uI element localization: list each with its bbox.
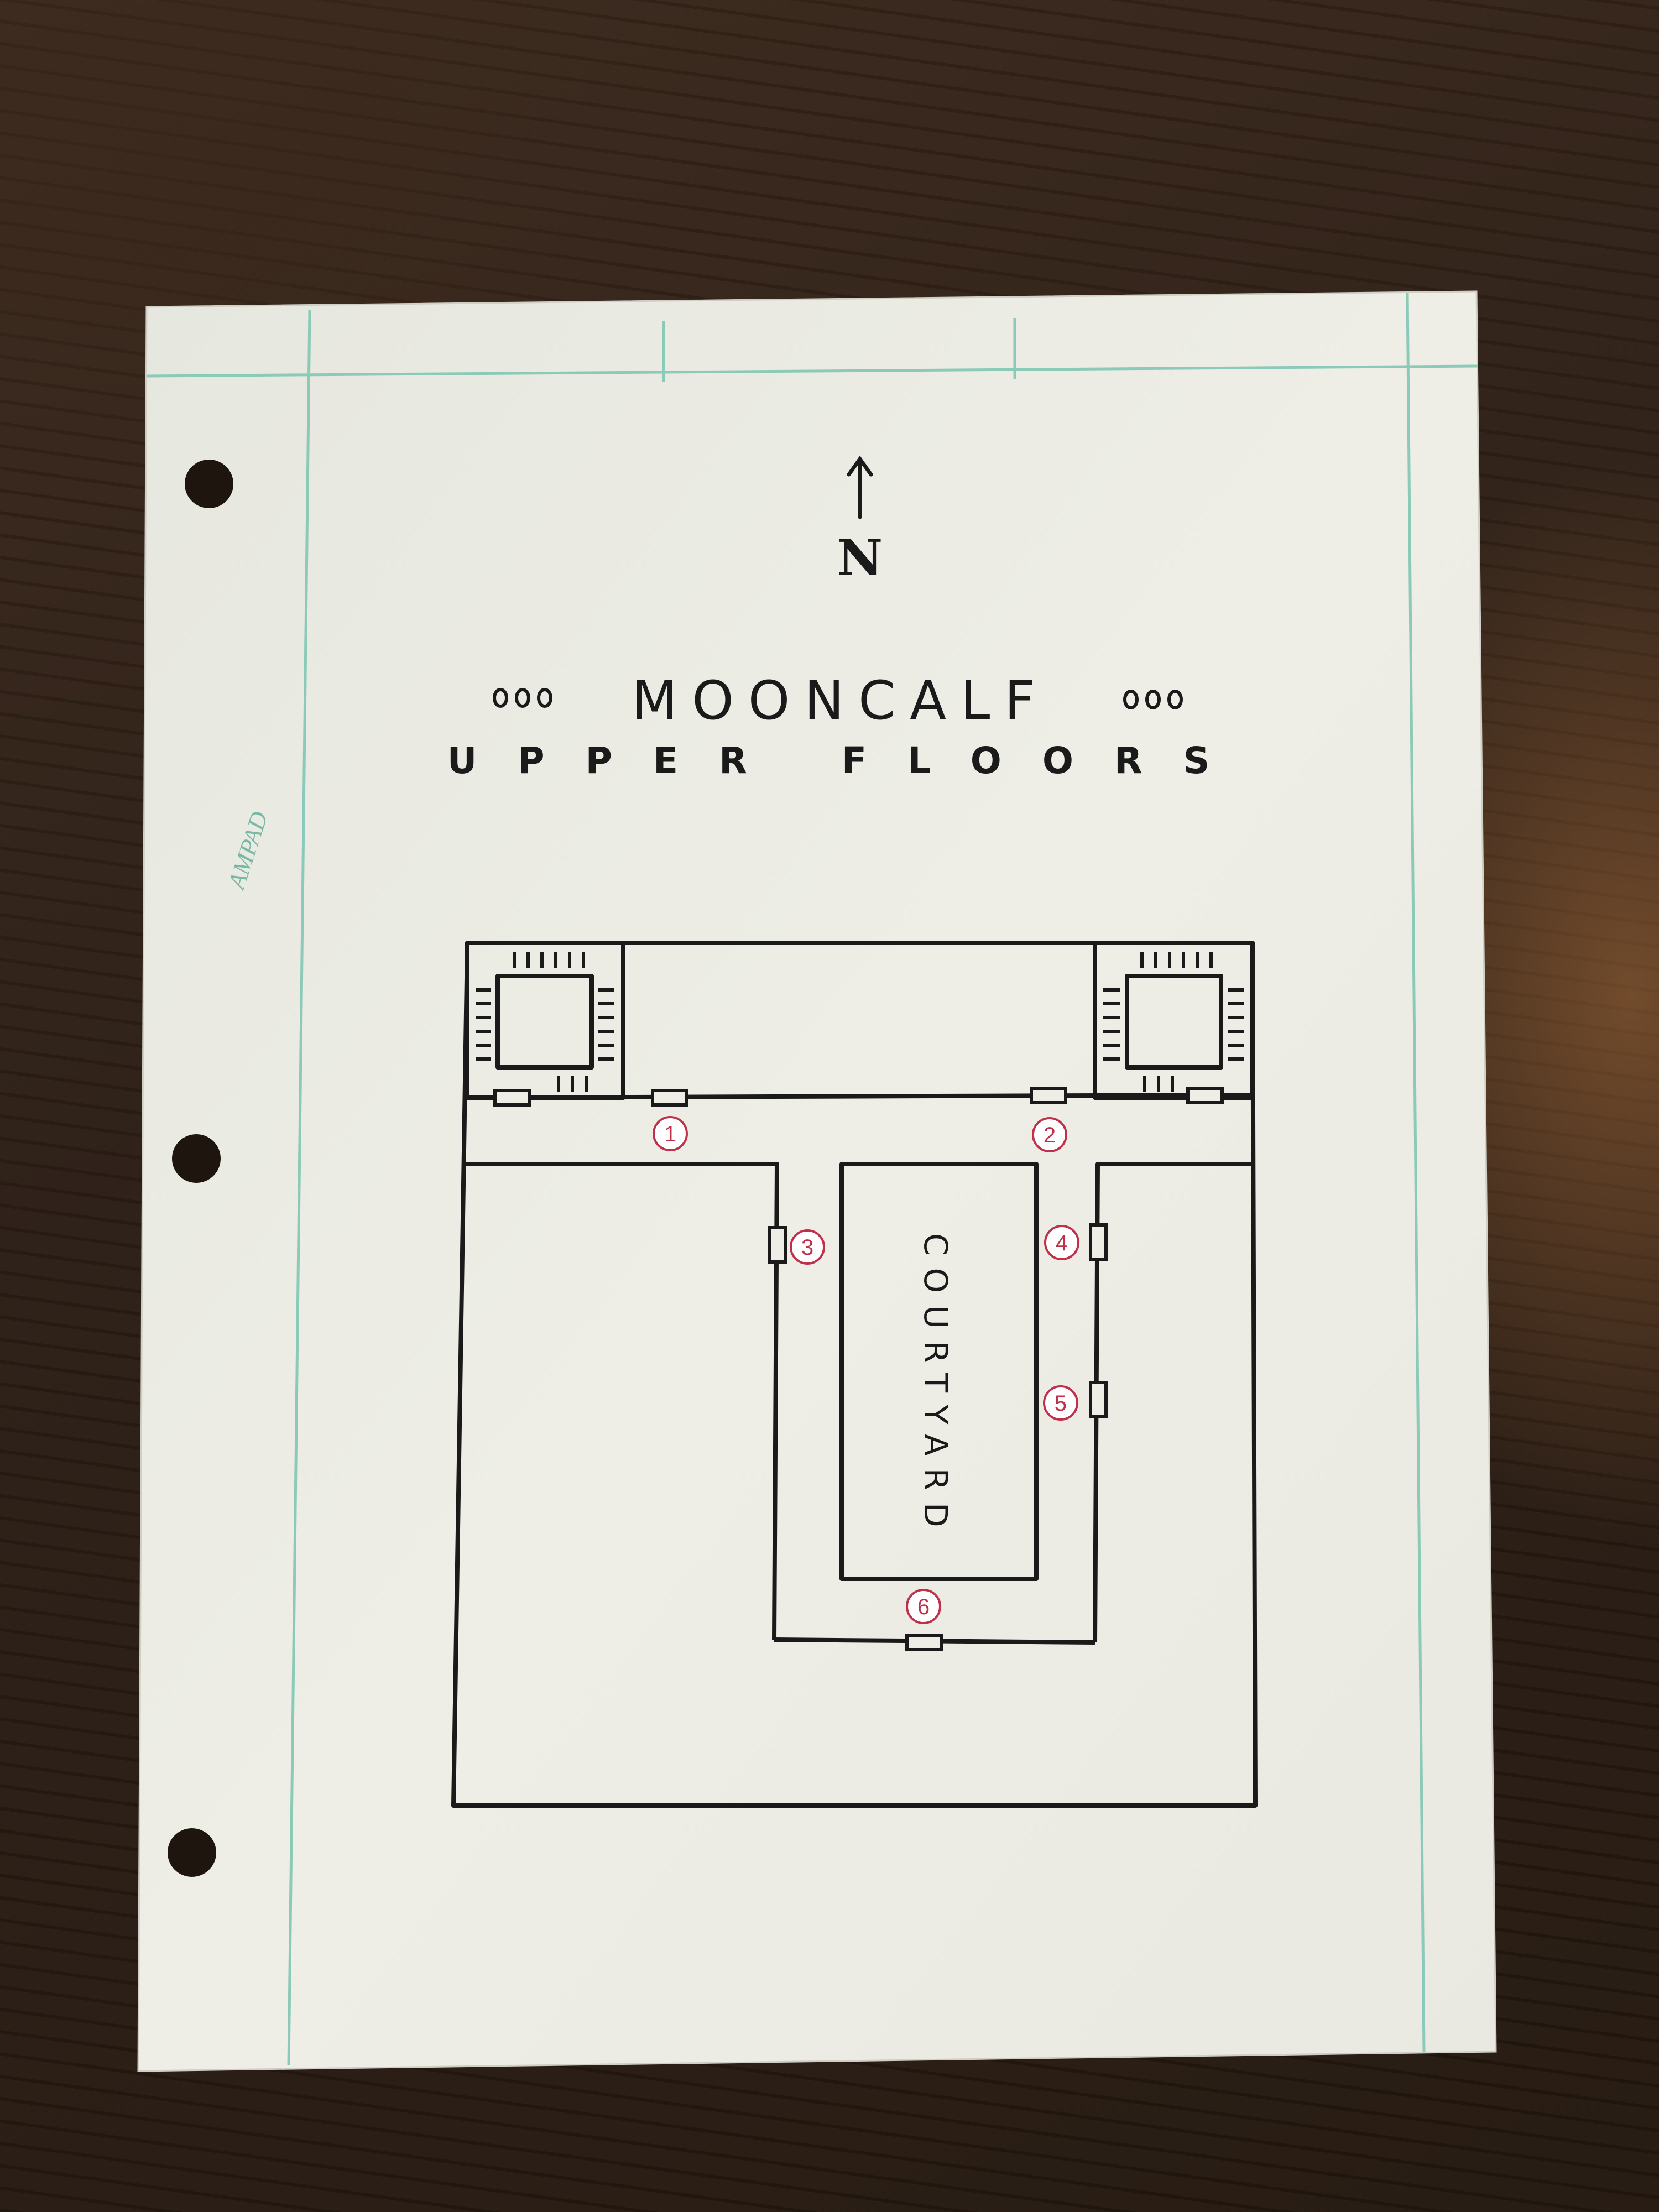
room-markers: 1 2 3 4 5 6: [653, 1116, 1079, 1624]
door: [1186, 1087, 1224, 1104]
room-marker-6: 6: [906, 1589, 941, 1624]
room-marker-2: 2: [1032, 1117, 1067, 1152]
room-marker-3: 3: [790, 1229, 825, 1265]
door: [905, 1634, 943, 1651]
punch-hole: [172, 1134, 221, 1183]
corridor-wall-left: [466, 1162, 779, 1640]
map-subtitle: UPPER FLOORS: [447, 739, 1251, 782]
door: [493, 1089, 531, 1107]
door: [651, 1089, 688, 1107]
punch-holes: [168, 460, 233, 1877]
stair-tower-east-core: [1125, 974, 1223, 1070]
door: [768, 1226, 787, 1264]
stair-steps-icon: [476, 952, 1244, 1092]
stair-tower-west: [465, 941, 625, 1100]
ruled-lines: [146, 293, 1478, 2066]
north-arrow-icon: [847, 455, 873, 519]
corridor-wall-right: [1093, 1162, 1253, 1643]
room-marker-5-label: 5: [1055, 1391, 1067, 1416]
room-marker-2-label: 2: [1044, 1123, 1056, 1147]
door: [1089, 1223, 1108, 1261]
paper-sheet: [137, 290, 1497, 2072]
doors: [493, 1087, 1224, 1651]
courtyard-label: COURTYARD: [917, 1233, 954, 1540]
title-decoration-left: [493, 688, 552, 708]
room-marker-1-label: 1: [664, 1122, 676, 1146]
courtyard-outline: [839, 1162, 1039, 1581]
room-marker-4-label: 4: [1056, 1231, 1068, 1255]
punch-hole: [185, 460, 233, 508]
outer-wall: [451, 941, 1258, 1808]
title-decoration-right: [1123, 690, 1183, 709]
north-label: N: [837, 529, 883, 587]
room-marker-1: 1: [653, 1116, 688, 1151]
map-title: MOONCALF: [632, 670, 1049, 732]
stair-tower-west-core: [495, 974, 594, 1070]
stair-tower-east: [1093, 941, 1255, 1100]
door: [1030, 1087, 1067, 1104]
door: [1089, 1381, 1108, 1418]
room-marker-4: 4: [1044, 1225, 1079, 1260]
floor-plan: [451, 941, 1258, 1808]
punch-hole: [168, 1828, 216, 1877]
room-marker-3-label: 3: [801, 1235, 813, 1260]
room-marker-6-label: 6: [917, 1595, 930, 1619]
room-marker-5: 5: [1043, 1385, 1078, 1421]
